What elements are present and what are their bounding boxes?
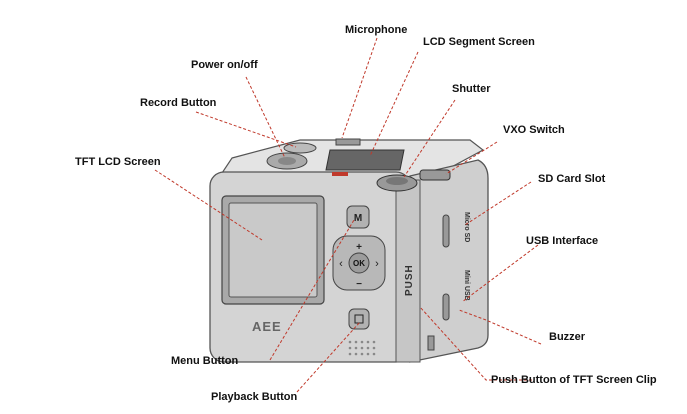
camera-side-module (409, 159, 489, 363)
label-sd-card-slot: SD Card Slot (538, 173, 606, 185)
clip-latch (427, 335, 435, 351)
side-micro-sd-text: Micro SD (463, 212, 470, 242)
leader-line-record (195, 111, 297, 148)
dpad-right-arrow: › (375, 258, 379, 270)
record-button (283, 142, 317, 154)
dpad-plus-glyph: + (356, 242, 362, 253)
dpad-left-arrow: ‹ (339, 258, 343, 270)
label-push-button-tft-clip: Push Button of TFT Screen Clip (491, 374, 657, 386)
leader-line-buzzer (458, 309, 542, 345)
dpad-minus-glyph: − (356, 279, 362, 290)
shutter-button-top (386, 177, 408, 185)
power-button-center (278, 157, 296, 165)
sd-card-slot-port (442, 214, 450, 248)
leader-line-power (245, 76, 286, 159)
label-lcd-segment-screen: LCD Segment Screen (423, 36, 535, 48)
label-power-on-off: Power on/off (191, 59, 258, 71)
label-playback-button: Playback Button (211, 391, 298, 403)
leader-line-sd (464, 181, 532, 226)
clip-push-text: PUSH (404, 264, 415, 296)
front-indicator (332, 172, 348, 176)
side-mini-usb-text: Mini USB (463, 270, 470, 301)
leader-line-usb (461, 244, 539, 303)
leader-line-lcd-segment-screen (369, 51, 419, 157)
leader-line-vxo (445, 141, 498, 175)
label-microphone: Microphone (345, 24, 408, 36)
ok-button (348, 252, 370, 274)
brand-logo: AEE (252, 319, 282, 334)
speaker-grille (348, 340, 376, 356)
menu-button-glyph: M (354, 213, 362, 224)
leader-line-microphone (341, 37, 378, 139)
ok-button-glyph: OK (353, 259, 365, 268)
label-usb-interface: USB Interface (526, 235, 599, 247)
microphone-grille (335, 138, 361, 146)
tft-screen-glass (228, 202, 318, 298)
screen-clip-band (395, 179, 421, 363)
label-tft-lcd-screen: TFT LCD Screen (75, 156, 161, 168)
label-shutter: Shutter (452, 83, 491, 95)
leader-line-menu (269, 219, 355, 361)
leader-line-tft (154, 169, 263, 241)
vxo-switch (419, 169, 451, 181)
leader-line-shutter (403, 99, 456, 178)
label-buzzer: Buzzer (549, 331, 586, 343)
label-vxo-switch: VXO Switch (503, 124, 565, 136)
leader-line-playback (296, 321, 361, 393)
label-menu-button: Menu Button (171, 355, 239, 367)
label-record-button: Record Button (140, 97, 217, 109)
usb-port (442, 293, 450, 321)
playback-button (348, 308, 370, 330)
lcd-segment-screen (325, 149, 405, 171)
leader-line-push-clip (419, 306, 532, 381)
